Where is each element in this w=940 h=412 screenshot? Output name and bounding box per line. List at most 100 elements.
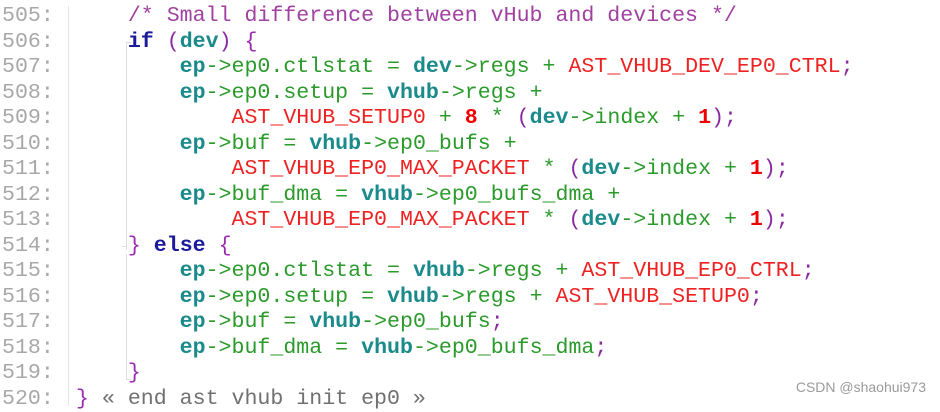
code-token: ; (802, 259, 815, 283)
code-token: /* Small difference between vHub and dev… (128, 4, 737, 28)
code-token: * (530, 157, 569, 181)
code-line[interactable]: 515: ep->ep0.ctlstat = vhub->regs + AST_… (0, 259, 940, 285)
code-token: 8 (465, 106, 478, 130)
code-line[interactable]: 510: ep->buf = vhub->ep0_bufs + (0, 132, 940, 158)
code-token: ( (568, 157, 581, 181)
code-token: ( (517, 106, 530, 130)
code-token: ->ep0_bufs + (361, 132, 517, 156)
code-line[interactable]: 509: AST_VHUB_SETUP0 + 8 * (dev->index +… (0, 106, 940, 132)
code-token: ; (491, 310, 504, 334)
code-text: } (76, 361, 141, 387)
code-token: { (245, 30, 258, 54)
code-text: ep->ep0.ctlstat = vhub->regs + AST_VHUB_… (76, 259, 815, 285)
code-token: dev (530, 106, 569, 130)
code-token: ->index + (569, 106, 699, 130)
code-token: vhub (361, 336, 413, 360)
line-number: 509: (0, 106, 68, 132)
code-text: ep->ep0.ctlstat = dev->regs + AST_VHUB_D… (76, 55, 854, 81)
code-token (206, 234, 219, 258)
code-text: } « end ast vhub init ep0 » (76, 387, 426, 412)
code-line[interactable]: 506: if (dev) { (0, 30, 940, 56)
code-text: ep->ep0.setup = vhub->regs + AST_VHUB_SE… (76, 285, 763, 311)
watermark: CSDN @shaohui973 (796, 379, 926, 395)
code-token: AST_VHUB_EP0_CTRL (581, 259, 801, 283)
line-number: 510: (0, 132, 68, 158)
code-line[interactable]: 507: ep->ep0.ctlstat = dev->regs + AST_V… (0, 55, 940, 81)
code-token: ->regs + (452, 55, 569, 79)
code-token: AST_VHUB_EP0_MAX_PACKET (232, 208, 530, 232)
code-token: * (530, 208, 569, 232)
code-text: } else { (76, 234, 232, 260)
code-token: { (219, 234, 232, 258)
code-token (76, 81, 180, 105)
code-token: ep (180, 259, 206, 283)
code-token: 1 (698, 106, 711, 130)
line-number: 518: (0, 336, 68, 362)
code-token: ->buf_dma = (206, 183, 362, 207)
code-token (76, 157, 232, 181)
code-token: ->ep0_bufs_dma + (413, 183, 620, 207)
code-token: ) (711, 106, 724, 130)
line-number: 520: (0, 387, 68, 412)
code-token: + (426, 106, 465, 130)
code-token: ->ep0.setup = (206, 81, 387, 105)
line-number: 517: (0, 310, 68, 336)
code-token: ep (180, 183, 206, 207)
code-line[interactable]: 518: ep->buf_dma = vhub->ep0_bufs_dma; (0, 336, 940, 362)
line-number: 507: (0, 55, 68, 81)
code-text: ep->buf_dma = vhub->ep0_bufs_dma; (76, 336, 607, 362)
code-line[interactable]: 514: } else { (0, 234, 940, 260)
code-token: ->ep0.ctlstat = (206, 259, 413, 283)
line-number: 514: (0, 234, 68, 260)
code-token (141, 234, 154, 258)
code-token: ep (180, 336, 206, 360)
code-editor: 505: /* Small difference between vHub an… (0, 4, 940, 412)
code-token: dev (581, 157, 620, 181)
code-token: dev (581, 208, 620, 232)
code-line[interactable]: 517: ep->buf = vhub->ep0_bufs; (0, 310, 940, 336)
line-number: 516: (0, 285, 68, 311)
code-token: ep (180, 132, 206, 156)
line-number: 513: (0, 208, 68, 234)
code-token: ->buf = (206, 132, 310, 156)
code-text: ep->ep0.setup = vhub->regs + (76, 81, 543, 107)
line-number: 511: (0, 157, 68, 183)
code-token: * (478, 106, 517, 130)
code-token: AST_VHUB_DEV_EP0_CTRL (568, 55, 840, 79)
code-token: vhub (309, 310, 361, 334)
code-line[interactable]: 512: ep->buf_dma = vhub->ep0_bufs_dma + (0, 183, 940, 209)
line-number: 515: (0, 259, 68, 285)
code-token: ep (180, 310, 206, 334)
code-token: ; (776, 208, 789, 232)
code-token: vhub (309, 132, 361, 156)
code-token: ) (763, 157, 776, 181)
code-token: ; (594, 336, 607, 360)
code-token: ->regs + (439, 81, 543, 105)
code-token: ep (180, 81, 206, 105)
code-token: else (154, 234, 206, 258)
code-line[interactable]: 516: ep->ep0.setup = vhub->regs + AST_VH… (0, 285, 940, 311)
code-token: ->regs + (465, 259, 582, 283)
code-token: ->regs + (439, 285, 556, 309)
code-token: ->ep0_bufs (361, 310, 491, 334)
code-token: dev (413, 55, 452, 79)
code-token: « end ast vhub init ep0 » (89, 387, 426, 411)
line-number: 505: (0, 4, 68, 30)
code-token: AST_VHUB_SETUP0 (556, 285, 750, 309)
code-line[interactable]: 508: ep->ep0.setup = vhub->regs + (0, 81, 940, 107)
code-token: ->ep0_bufs_dma (413, 336, 594, 360)
code-token: ->index + (620, 208, 750, 232)
code-token: ; (841, 55, 854, 79)
code-token: ep (180, 55, 206, 79)
code-token: ( (568, 208, 581, 232)
code-token (76, 183, 180, 207)
code-text: AST_VHUB_EP0_MAX_PACKET * (dev->index + … (76, 208, 789, 234)
code-text: ep->buf = vhub->ep0_bufs; (76, 310, 504, 336)
code-token: ->buf = (206, 310, 310, 334)
code-token: ->index + (620, 157, 750, 181)
code-text: AST_VHUB_SETUP0 + 8 * (dev->index + 1); (76, 106, 737, 132)
code-line[interactable]: 505: /* Small difference between vHub an… (0, 4, 940, 30)
code-line[interactable]: 513: AST_VHUB_EP0_MAX_PACKET * (dev->ind… (0, 208, 940, 234)
code-line[interactable]: 511: AST_VHUB_EP0_MAX_PACKET * (dev->ind… (0, 157, 940, 183)
code-token (76, 259, 180, 283)
